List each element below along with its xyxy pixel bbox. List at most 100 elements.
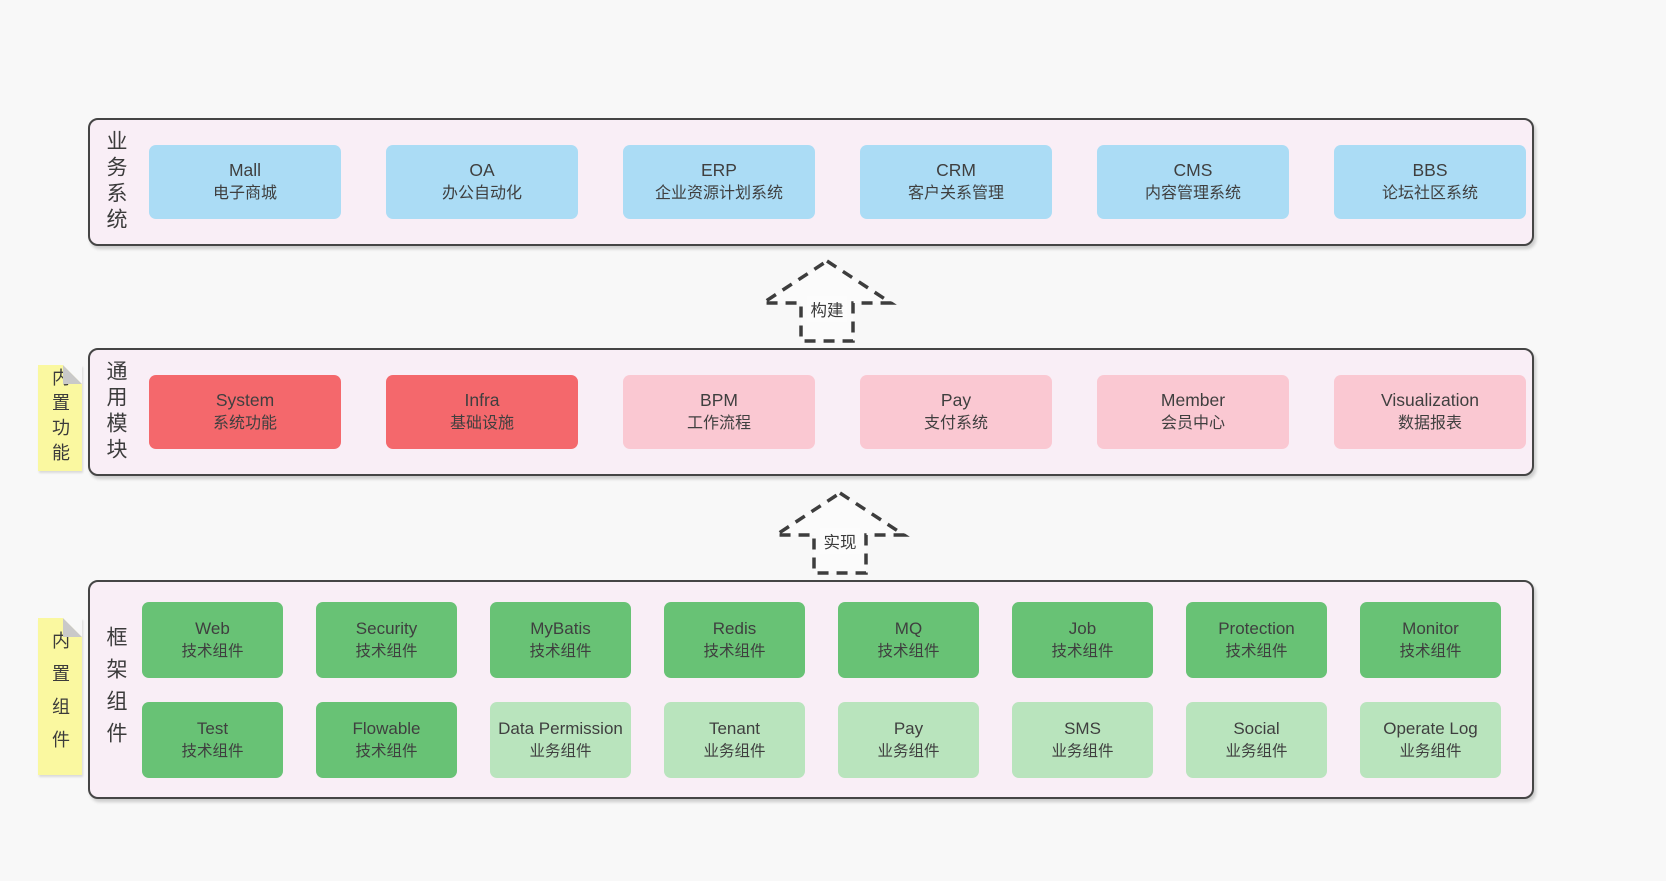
box-subtitle: 技术组件 [181, 642, 244, 660]
box-mq: MQ 技术组件 [838, 601, 979, 678]
box-subtitle: 技术组件 [355, 742, 418, 760]
box-title: CRM [936, 160, 976, 180]
sticky-tag-label: 内置功能 [50, 368, 70, 468]
box-oa: OA 办公自动化 [386, 145, 578, 219]
box-visualization: Visualization 数据报表 [1334, 375, 1526, 449]
framework-components-panel: 框架组件 Web 技术组件 Security 技术组件 MyBatis 技术组件… [88, 580, 1534, 799]
box-subtitle: 基础设施 [449, 415, 514, 432]
box-subtitle: 业务组件 [529, 742, 592, 760]
box-subtitle: 业务组件 [1399, 742, 1462, 760]
component-row-1: Web 技术组件 Security 技术组件 MyBatis 技术组件 Redi… [142, 601, 1501, 678]
box-subtitle: 业务组件 [1225, 742, 1288, 760]
box-subtitle: 客户关系管理 [907, 185, 1004, 202]
box-erp: ERP 企业资源计划系统 [623, 145, 815, 219]
box-mybatis: MyBatis 技术组件 [490, 601, 631, 678]
box-subtitle: 会员中心 [1160, 415, 1225, 432]
box-pay-module: Pay 支付系统 [860, 375, 1052, 449]
box-subtitle: 技术组件 [703, 642, 766, 660]
box-title: Web [195, 618, 230, 638]
box-system: System 系统功能 [149, 375, 341, 449]
box-sms: SMS 业务组件 [1012, 701, 1153, 778]
box-operate-log: Operate Log 业务组件 [1360, 701, 1501, 778]
box-subtitle: 办公自动化 [441, 185, 522, 202]
box-subtitle: 技术组件 [1225, 642, 1288, 660]
box-mall: Mall 电子商城 [149, 145, 341, 219]
box-title: System [215, 390, 275, 410]
box-title: BPM [700, 390, 738, 410]
box-title: Mall [228, 160, 262, 180]
box-subtitle: 支付系统 [923, 415, 988, 432]
box-flowable: Flowable 技术组件 [316, 701, 457, 778]
box-web: Web 技术组件 [142, 601, 283, 678]
box-title: Redis [712, 618, 757, 638]
box-title: Infra [464, 390, 500, 410]
box-title: CMS [1173, 160, 1213, 180]
box-title: ERP [701, 160, 737, 180]
sticky-tag-built-in-components: 内置组件 [38, 618, 82, 775]
box-monitor: Monitor 技术组件 [1360, 601, 1501, 678]
box-subtitle: 业务组件 [1051, 742, 1114, 760]
box-subtitle: 技术组件 [529, 642, 592, 660]
box-bpm: BPM 工作流程 [623, 375, 815, 449]
box-title: Data Permission [498, 718, 623, 738]
box-member: Member 会员中心 [1097, 375, 1289, 449]
panel-label-common-modules: 通用模块 [104, 360, 127, 464]
box-subtitle: 工作流程 [686, 415, 751, 432]
box-title: Security [355, 618, 418, 638]
box-title: Member [1160, 390, 1226, 410]
box-subtitle: 技术组件 [355, 642, 418, 660]
box-title: Operate Log [1383, 718, 1478, 738]
sticky-tag-built-in-features: 内置功能 [38, 365, 82, 471]
box-tenant: Tenant 业务组件 [664, 701, 805, 778]
implement-arrow: 实现 [770, 488, 910, 578]
box-title: Pay [940, 390, 972, 410]
box-protection: Protection 技术组件 [1186, 601, 1327, 678]
box-subtitle: 数据报表 [1397, 415, 1462, 432]
module-boxes-row: System 系统功能 Infra 基础设施 BPM 工作流程 Pay 支付系统… [149, 375, 1526, 449]
box-title: Job [1068, 618, 1097, 638]
build-arrow: 构建 [757, 256, 897, 346]
sticky-tag-label: 内置组件 [50, 630, 70, 763]
box-title: Social [1233, 718, 1280, 738]
box-subtitle: 系统功能 [212, 415, 277, 432]
box-subtitle: 技术组件 [877, 642, 940, 660]
box-subtitle: 业务组件 [877, 742, 940, 760]
box-job: Job 技术组件 [1012, 601, 1153, 678]
box-subtitle: 业务组件 [703, 742, 766, 760]
box-bbs: BBS 论坛社区系统 [1334, 145, 1526, 219]
build-arrow-label: 构建 [807, 296, 847, 322]
box-title: SMS [1064, 718, 1101, 738]
box-social: Social 业务组件 [1186, 701, 1327, 778]
box-cms: CMS 内容管理系统 [1097, 145, 1289, 219]
common-modules-panel: 通用模块 System 系统功能 Infra 基础设施 BPM 工作流程 Pay… [88, 348, 1534, 476]
box-crm: CRM 客户关系管理 [860, 145, 1052, 219]
box-pay-component: Pay 业务组件 [838, 701, 979, 778]
box-redis: Redis 技术组件 [664, 601, 805, 678]
box-title: OA [469, 160, 495, 180]
box-title: MyBatis [530, 618, 591, 638]
business-boxes-row: Mall 电子商城 OA 办公自动化 ERP 企业资源计划系统 CRM 客户关系… [149, 145, 1526, 219]
box-subtitle: 技术组件 [1399, 642, 1462, 660]
box-test: Test 技术组件 [142, 701, 283, 778]
component-row-2: Test 技术组件 Flowable 技术组件 Data Permission … [142, 701, 1501, 778]
box-subtitle: 技术组件 [1051, 642, 1114, 660]
box-title: BBS [1412, 160, 1448, 180]
box-subtitle: 企业资源计划系统 [654, 185, 783, 202]
panel-label-business-systems: 业务系统 [104, 130, 127, 234]
box-title: Protection [1218, 618, 1295, 638]
box-infra: Infra 基础设施 [386, 375, 578, 449]
box-subtitle: 电子商城 [212, 185, 277, 202]
box-title: Flowable [352, 718, 421, 738]
box-subtitle: 内容管理系统 [1144, 185, 1241, 202]
box-title: Pay [893, 718, 924, 738]
panel-label-framework-components: 框架组件 [104, 625, 127, 754]
box-subtitle: 技术组件 [181, 742, 244, 760]
box-title: Visualization [1381, 390, 1479, 410]
box-security: Security 技术组件 [316, 601, 457, 678]
box-subtitle: 论坛社区系统 [1381, 185, 1478, 202]
box-title: Test [196, 718, 229, 738]
component-boxes-grid: Web 技术组件 Security 技术组件 MyBatis 技术组件 Redi… [142, 601, 1501, 778]
box-data-permission: Data Permission 业务组件 [490, 701, 631, 778]
box-title: Monitor [1402, 618, 1459, 638]
